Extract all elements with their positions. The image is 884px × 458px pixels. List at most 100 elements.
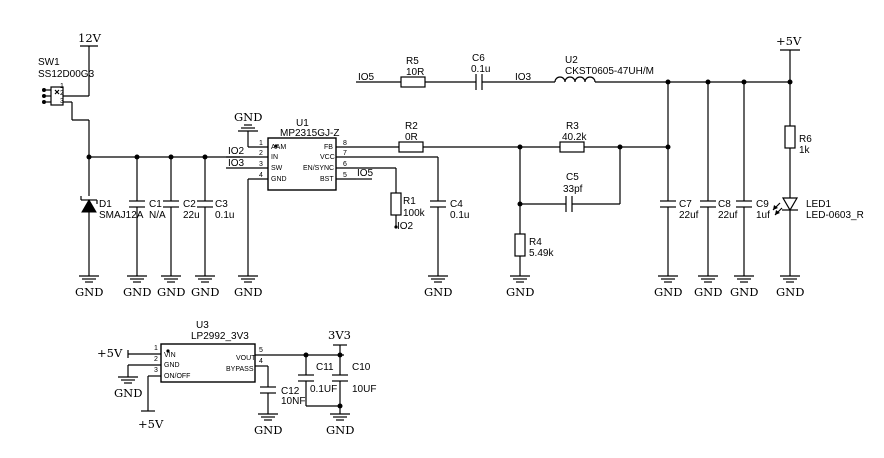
u1-value: MP2315GJ-Z [280, 128, 339, 139]
led-led1: LED1 LED-0603_R [772, 197, 864, 276]
c8-value: 22uf [718, 210, 738, 221]
u1-pin-fb: FB [324, 144, 333, 151]
sw1-ref: SW1 [38, 57, 60, 68]
net-label-io3-top: IO3 [515, 72, 532, 83]
c2-ref: C2 [183, 199, 196, 210]
power-12v-input: 12V [78, 31, 102, 96]
net-label-io3-sw: IO3 [228, 158, 245, 169]
net-label-io5-top: IO5 [358, 72, 375, 83]
c8-ref: C8 [718, 199, 731, 210]
net-label-12v: 12V [78, 31, 102, 45]
resistor-r2-body [398, 141, 424, 153]
net-label-5v-vin: +5V [97, 346, 123, 360]
gnd-label: GND [730, 285, 758, 299]
d1-value: SMAJ12A [99, 210, 144, 221]
r1-value: 100k [403, 208, 426, 219]
gnd-symbol: GND [730, 275, 758, 299]
gnd-label: GND [75, 285, 103, 299]
inductor-u2 [554, 76, 596, 83]
resistor-r5-body [400, 76, 426, 88]
gnd-symbol: GND [424, 275, 452, 299]
gnd-label-aam: GND [234, 110, 262, 124]
capacitor-c8: C8 22uf [700, 199, 738, 276]
r3-value: 40.2k [562, 132, 587, 143]
c10-value: 10UF [352, 384, 376, 395]
gnd-symbol: GND [694, 275, 722, 299]
sw1-pin-3: 3 [60, 98, 64, 105]
u3-pin-2-num: 2 [154, 356, 158, 363]
resistor-r1-body [390, 192, 402, 216]
gnd-label: GND [191, 285, 219, 299]
capacitor-c2: C2 22u [163, 157, 200, 276]
u3-pin-on-off: ON/OFF [164, 373, 190, 380]
ic-u1: U1 MP2315GJ-Z 1 2 3 4 AAM IN SW GND 8 7 … [248, 118, 356, 191]
u3-pin-vin: VIN [164, 352, 176, 359]
r6-ref: R6 [799, 134, 812, 145]
gnd-label: GND [326, 423, 354, 437]
u1-pin-3-num: 3 [259, 161, 263, 168]
u1-pin-7-num: 7 [343, 150, 347, 157]
gnd-symbol: GND [75, 275, 103, 299]
net-label-io2-r1: IO2 [397, 221, 414, 232]
capacitor-c9: C9 1uf [736, 199, 770, 276]
gnd-label: GND [424, 285, 452, 299]
c5-ref: C5 [566, 172, 579, 183]
gnd-label: GND [157, 285, 185, 299]
u3-value: LP2992_3V3 [191, 331, 249, 342]
c6-ref: C6 [472, 53, 485, 64]
r6-value: 1k [799, 145, 811, 156]
capacitor-c7: C7 22uf [660, 199, 699, 276]
resistor-r4-body [514, 233, 526, 257]
u1-aam-gnd: GND [234, 110, 262, 147]
u1-pin-sw: SW [271, 165, 283, 172]
r2-value: 0R [405, 132, 418, 143]
capacitor-c3: C3 0.1u [197, 157, 234, 276]
c1-value: N/A [149, 210, 166, 221]
u3-pin-1-num: 1 [154, 345, 158, 352]
gnd-label: GND [694, 285, 722, 299]
c5-value: 33pf [563, 184, 583, 195]
u1-pin-2-num: 2 [259, 150, 263, 157]
c9-ref: C9 [756, 199, 769, 210]
u3-pin-vout: VOUT [236, 355, 256, 362]
capacitor-c4: C4 0.1u [430, 199, 469, 276]
u2-ref: U2 [565, 55, 578, 66]
u3-pin-3-num: 3 [154, 367, 158, 374]
c10-ref: C10 [352, 362, 371, 373]
u1-ref: U1 [296, 118, 309, 129]
c7-ref: C7 [679, 199, 692, 210]
net-label-io5-bst: IO5 [357, 168, 374, 179]
net-label-io2-in: IO2 [228, 146, 245, 157]
gnd-label: GND [234, 285, 262, 299]
r4-value: 5.49k [529, 248, 554, 259]
gnd-symbol-c10: GND [326, 413, 354, 437]
diode-d1: D1 SMAJ12A [80, 157, 144, 276]
c11-value: 0.1UF [310, 384, 337, 395]
u3-pin-gnd: GND [164, 362, 180, 369]
led1-ref: LED1 [806, 199, 831, 210]
u2-value: CKST0605-47UH/M [565, 66, 654, 77]
u1-pin-bst: BST [320, 176, 334, 183]
net-label-5v-top: +5V [776, 34, 802, 48]
u1-pin-vcc: VCC [320, 154, 335, 161]
capacitor-c11: C11 0.1UF [298, 362, 340, 407]
c12-value: 10NF [281, 396, 305, 407]
u3-pin-4-num: 4 [259, 358, 263, 365]
c1-ref: C1 [149, 199, 162, 210]
gnd-label: GND [654, 285, 682, 299]
gnd-symbol-u3: GND [114, 376, 142, 400]
c6-value: 0.1u [471, 64, 490, 75]
u1-pin-gnd: GND [271, 176, 287, 183]
d1-ref: D1 [99, 199, 112, 210]
gnd-symbol: GND [191, 275, 219, 299]
c4-ref: C4 [450, 199, 463, 210]
resistor-r6-body [784, 125, 796, 149]
gnd-label: GND [776, 285, 804, 299]
r3-ref: R3 [566, 121, 579, 132]
ic-u3: U3 LP2992_3V3 1 2 3 VIN GND ON/OFF 5 4 V… [154, 320, 263, 383]
c7-value: 22uf [679, 210, 699, 221]
c3-value: 0.1u [215, 210, 234, 221]
r1-ref: R1 [403, 196, 416, 207]
gnd-symbol: GND [234, 275, 262, 299]
